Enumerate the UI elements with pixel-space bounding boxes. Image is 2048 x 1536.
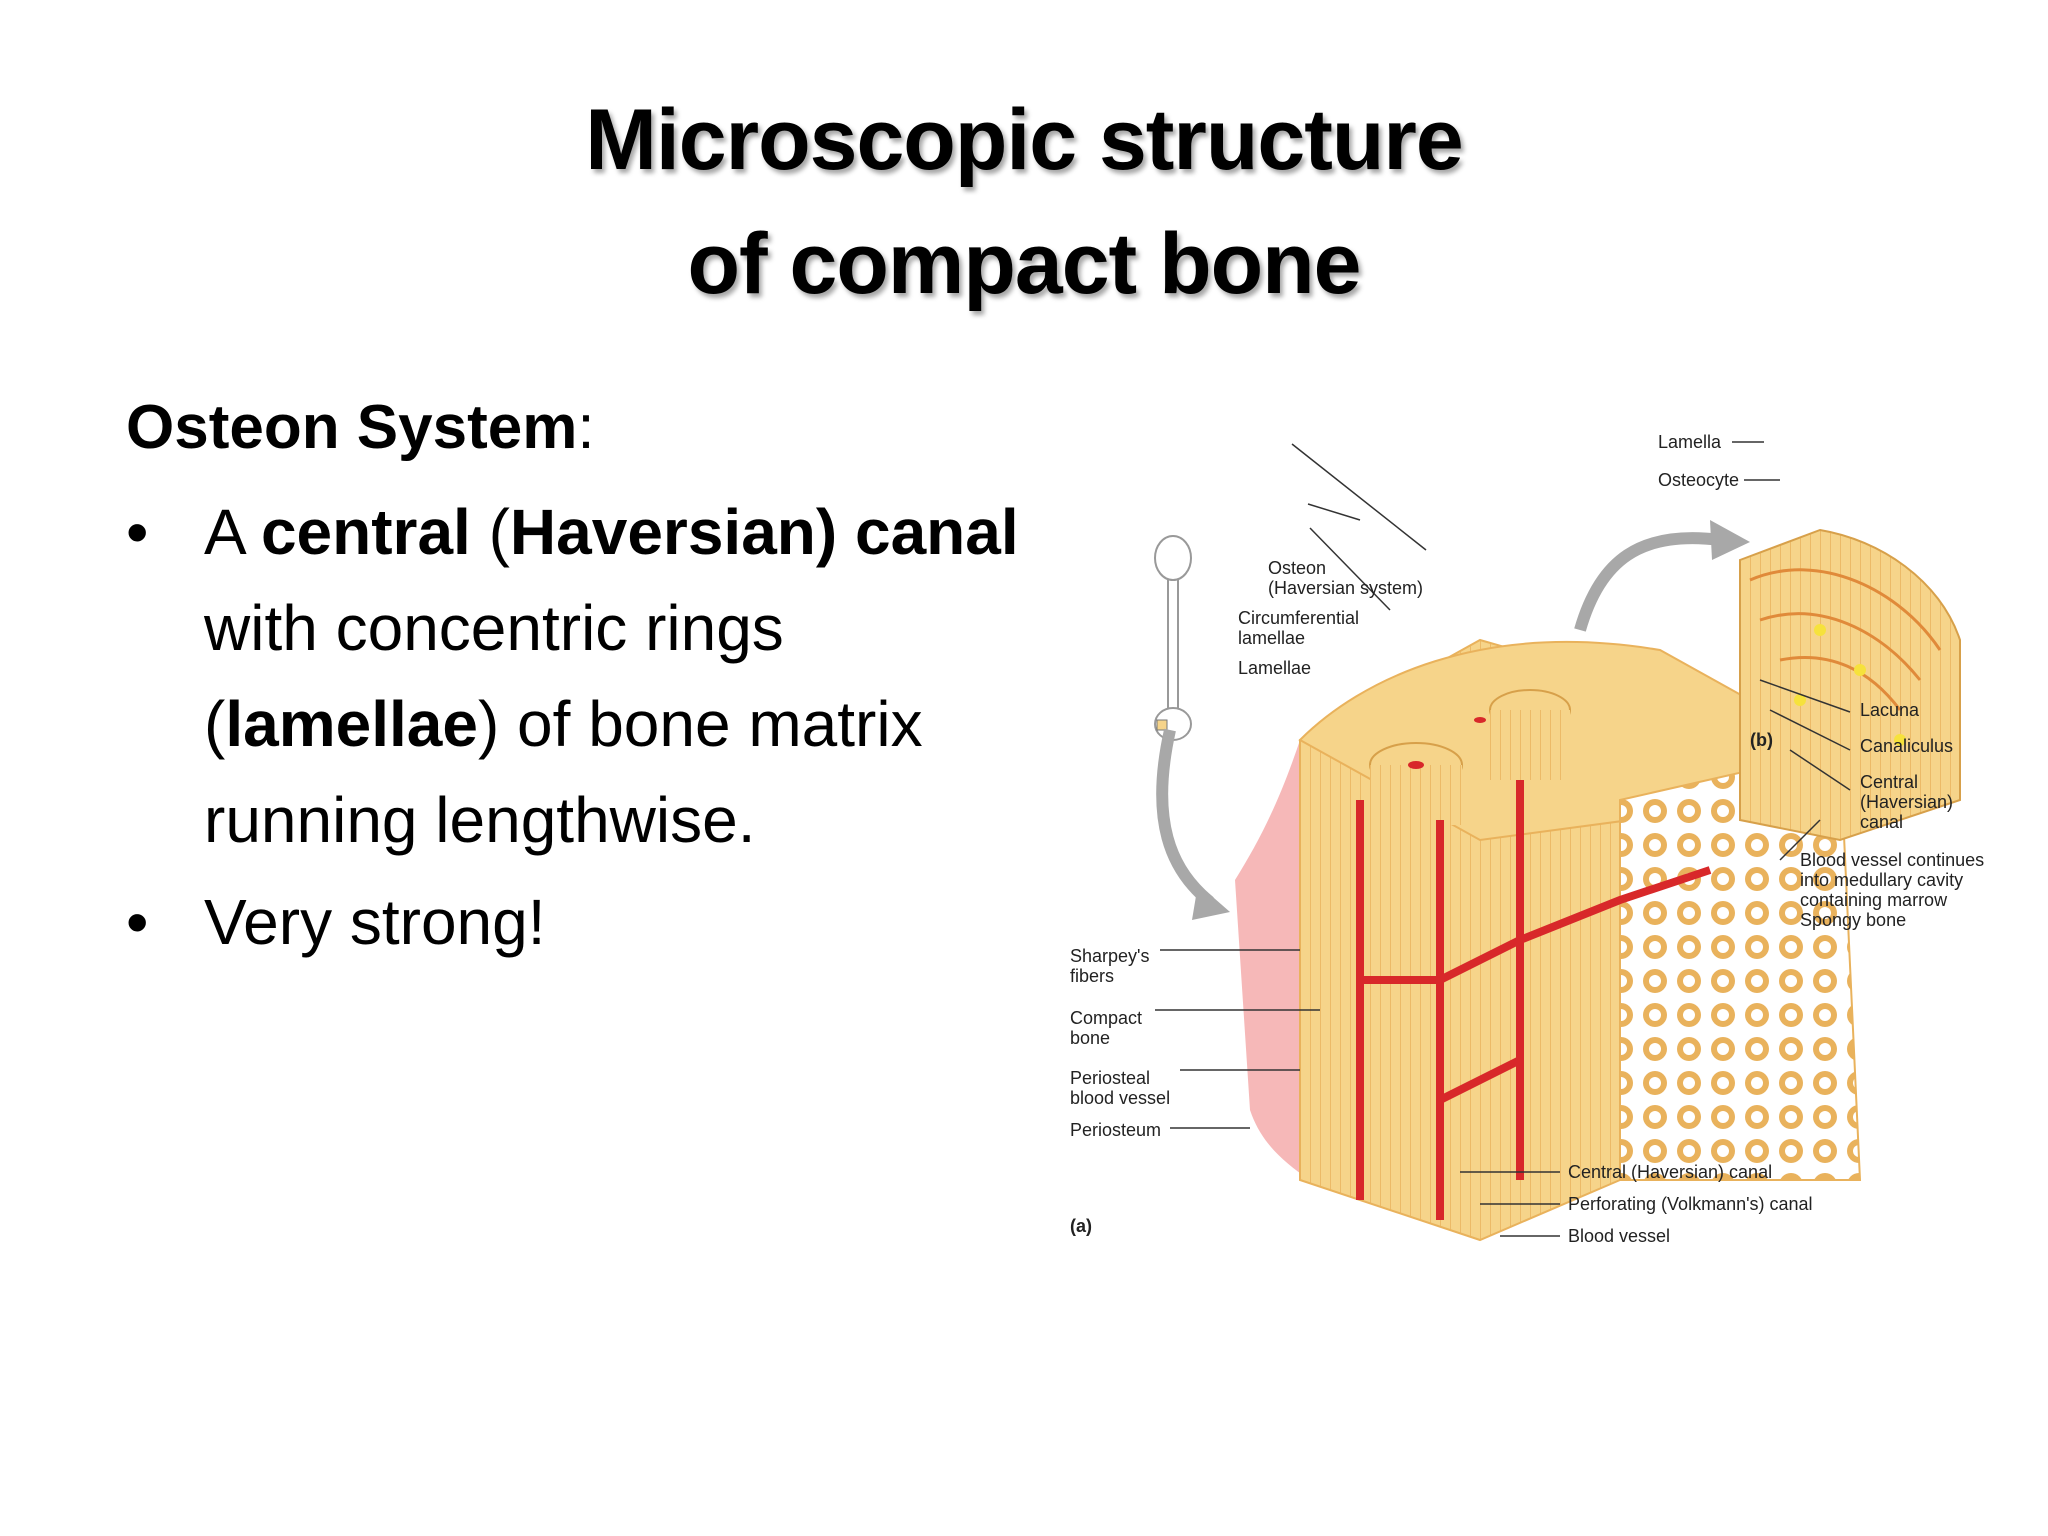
arrow-head-right <box>1710 520 1750 560</box>
title-line-2: of compact bone <box>687 216 1361 312</box>
compact-bone-block <box>1298 638 1862 1242</box>
label-lacuna: Lacuna <box>1860 700 1920 720</box>
bold-run: canal <box>854 496 1019 568</box>
label-bv-continues: Blood vessel continues <box>1800 850 1984 870</box>
leader-lines <box>1155 441 1851 1237</box>
body-text: Osteon System: • A central (Haversian) c… <box>126 378 1026 970</box>
arrow-head-left <box>1192 884 1230 920</box>
label-blood-vessel: blood vessel <box>1070 1088 1170 1108</box>
bullet-item-1: • A central (Haversian) canal with conce… <box>126 484 1026 868</box>
label-b: (b) <box>1750 730 1773 750</box>
label-a: (a) <box>1070 1216 1092 1236</box>
label-sharpeys: Sharpey's <box>1070 946 1149 966</box>
text-run: ) of bone matrix running lengthwise. <box>204 688 923 856</box>
title-line-1: Microscopic structure <box>585 92 1463 188</box>
label-blood-vessel-b: Blood vessel <box>1568 1226 1670 1246</box>
label-compact: Compact <box>1070 1008 1142 1028</box>
compact-bone-diagram: Lamella Osteocyte Osteon (Haversian syst… <box>1070 432 1984 1246</box>
label-central: Central <box>1860 772 1918 792</box>
long-bone-sketch <box>1154 535 1192 741</box>
label-fibers: fibers <box>1070 966 1114 986</box>
text-run: ( <box>470 496 510 568</box>
blood-vessels <box>1356 780 1712 1220</box>
bold-run: central <box>260 496 471 568</box>
label-spongy-bone: Spongy bone <box>1800 910 1906 930</box>
label-central-canal: Central (Haversian) canal <box>1568 1162 1772 1182</box>
zoom-arrow-right <box>1574 532 1721 632</box>
label-periosteal: Periosteal <box>1070 1068 1150 1088</box>
bullet-item-2: • Very strong! <box>126 874 1026 970</box>
label-canal: canal <box>1860 812 1903 832</box>
label-containing-marrow: containing marrow <box>1800 890 1948 910</box>
text-run <box>837 496 855 568</box>
label-lamella: Lamella <box>1658 432 1722 452</box>
diagram-labels: Lamella Osteocyte Osteon (Haversian syst… <box>1070 432 1984 1246</box>
label-haversian: (Haversian) <box>1860 792 1953 812</box>
periosteum-layer <box>1235 740 1310 1180</box>
label-haversian-system: (Haversian system) <box>1268 578 1423 598</box>
bullet-dot: • <box>126 886 149 958</box>
bullet-dot: • <box>126 496 149 568</box>
label-osteocyte: Osteocyte <box>1658 470 1739 490</box>
label-canaliculus: Canaliculus <box>1860 736 1953 756</box>
bold-run: lamellae <box>225 688 478 760</box>
osteon-heading-bold: Osteon System <box>126 393 578 462</box>
osteon-inset <box>1739 528 1961 842</box>
label-periosteum: Periosteum <box>1070 1120 1161 1140</box>
bullet-text: Very strong! <box>204 886 546 958</box>
zoom-arrow-left <box>1156 728 1214 907</box>
label-into-medullary: into medullary cavity <box>1800 870 1963 890</box>
bullet-list: • A central (Haversian) canal with conce… <box>126 484 1026 970</box>
text-run: A <box>204 496 261 568</box>
osteon-heading-colon: : <box>577 393 595 462</box>
label-lamellae-a: lamellae <box>1238 628 1305 648</box>
label-bone: bone <box>1070 1028 1110 1048</box>
text-run: with concentric rings ( <box>204 592 784 760</box>
label-perforating-canal: Perforating (Volkmann's) canal <box>1568 1194 1813 1214</box>
label-osteon: Osteon <box>1268 558 1326 578</box>
label-lamellae: Lamellae <box>1238 658 1311 678</box>
osteon-heading: Osteon System: <box>126 378 1026 478</box>
label-circumferential: Circumferential <box>1238 608 1359 628</box>
slide-title: Microscopic structure of compact bone <box>0 78 2048 326</box>
bold-run: Haversian) <box>509 496 838 568</box>
